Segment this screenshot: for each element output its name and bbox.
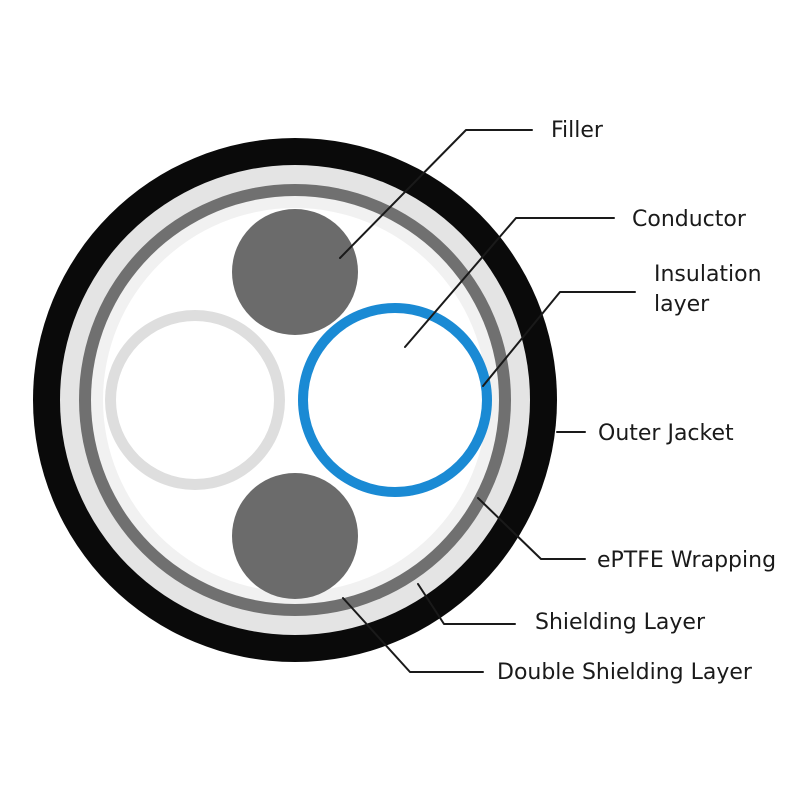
double-shielding-layer-label: Double Shielding Layer — [497, 660, 753, 685]
shielding-layer-label: Shielding Layer — [535, 610, 706, 635]
filler-top — [232, 209, 358, 335]
cable-cross-section — [33, 138, 557, 662]
filler-bottom — [232, 473, 358, 599]
conductor-leader — [404, 217, 615, 348]
eptfe-wrapping-label: ePTFE Wrapping — [597, 548, 776, 573]
labels: Filler Conductor Insulation layer Outer … — [497, 118, 776, 685]
conductor-label: Conductor — [632, 207, 747, 232]
insulation-label-line2: layer — [654, 292, 710, 317]
conductor-left — [116, 321, 274, 479]
filler-label: Filler — [551, 118, 604, 143]
outer-jacket-label: Outer Jacket — [598, 421, 734, 446]
double-shielding-leader — [342, 597, 484, 673]
insulation-label-line1: Insulation — [654, 262, 762, 287]
leader-lines — [339, 129, 636, 673]
conductor-right — [308, 313, 482, 487]
shielding-layer-leader — [417, 583, 516, 625]
eptfe-wrapping-leader — [477, 497, 586, 560]
insulation-leader — [482, 291, 636, 387]
filler-leader — [339, 129, 533, 259]
